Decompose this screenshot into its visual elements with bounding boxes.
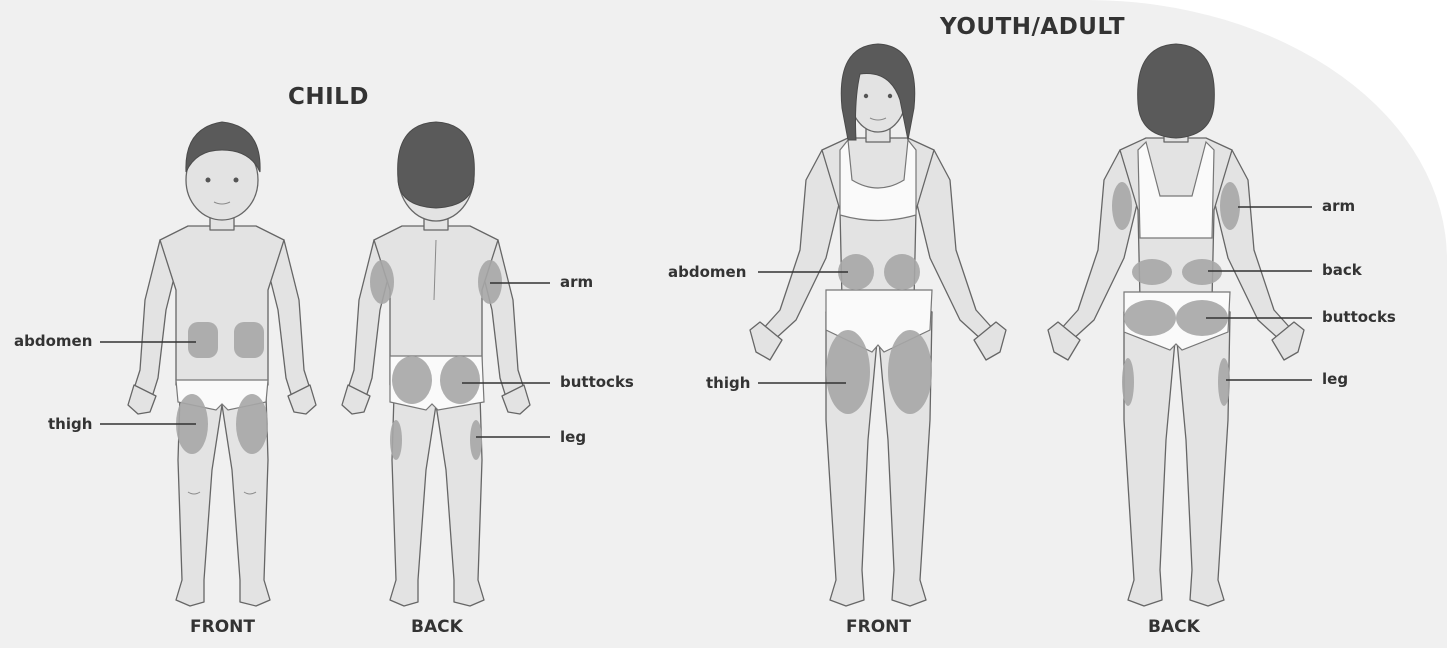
adult-back-figure	[1048, 44, 1312, 606]
adult-abdomen-label: abdomen	[668, 263, 746, 281]
adult-arm-label: arm	[1322, 197, 1355, 215]
child-front-label: FRONT	[190, 617, 255, 637]
child-leg-label: leg	[560, 428, 586, 446]
child-back-figure	[342, 122, 550, 606]
adult-leg-label: leg	[1322, 370, 1348, 388]
child-abdomen-label: abdomen	[14, 332, 92, 350]
adult-heading: YOUTH/ADULT	[940, 14, 1125, 40]
child-back-label: BACK	[411, 617, 463, 637]
child-buttocks-label: buttocks	[560, 373, 634, 391]
adult-thigh-label: thigh	[706, 374, 750, 392]
adult-buttocks-label: buttocks	[1322, 308, 1396, 326]
child-heading: CHILD	[288, 84, 369, 110]
child-arm-label: arm	[560, 273, 593, 291]
adult-back-label: BACK	[1148, 617, 1200, 637]
adult-front-figure	[750, 44, 1006, 606]
child-front-figure	[100, 122, 316, 606]
child-thigh-label: thigh	[48, 415, 92, 433]
adult-front-label: FRONT	[846, 617, 911, 637]
adult-back-site-label: back	[1322, 261, 1362, 279]
